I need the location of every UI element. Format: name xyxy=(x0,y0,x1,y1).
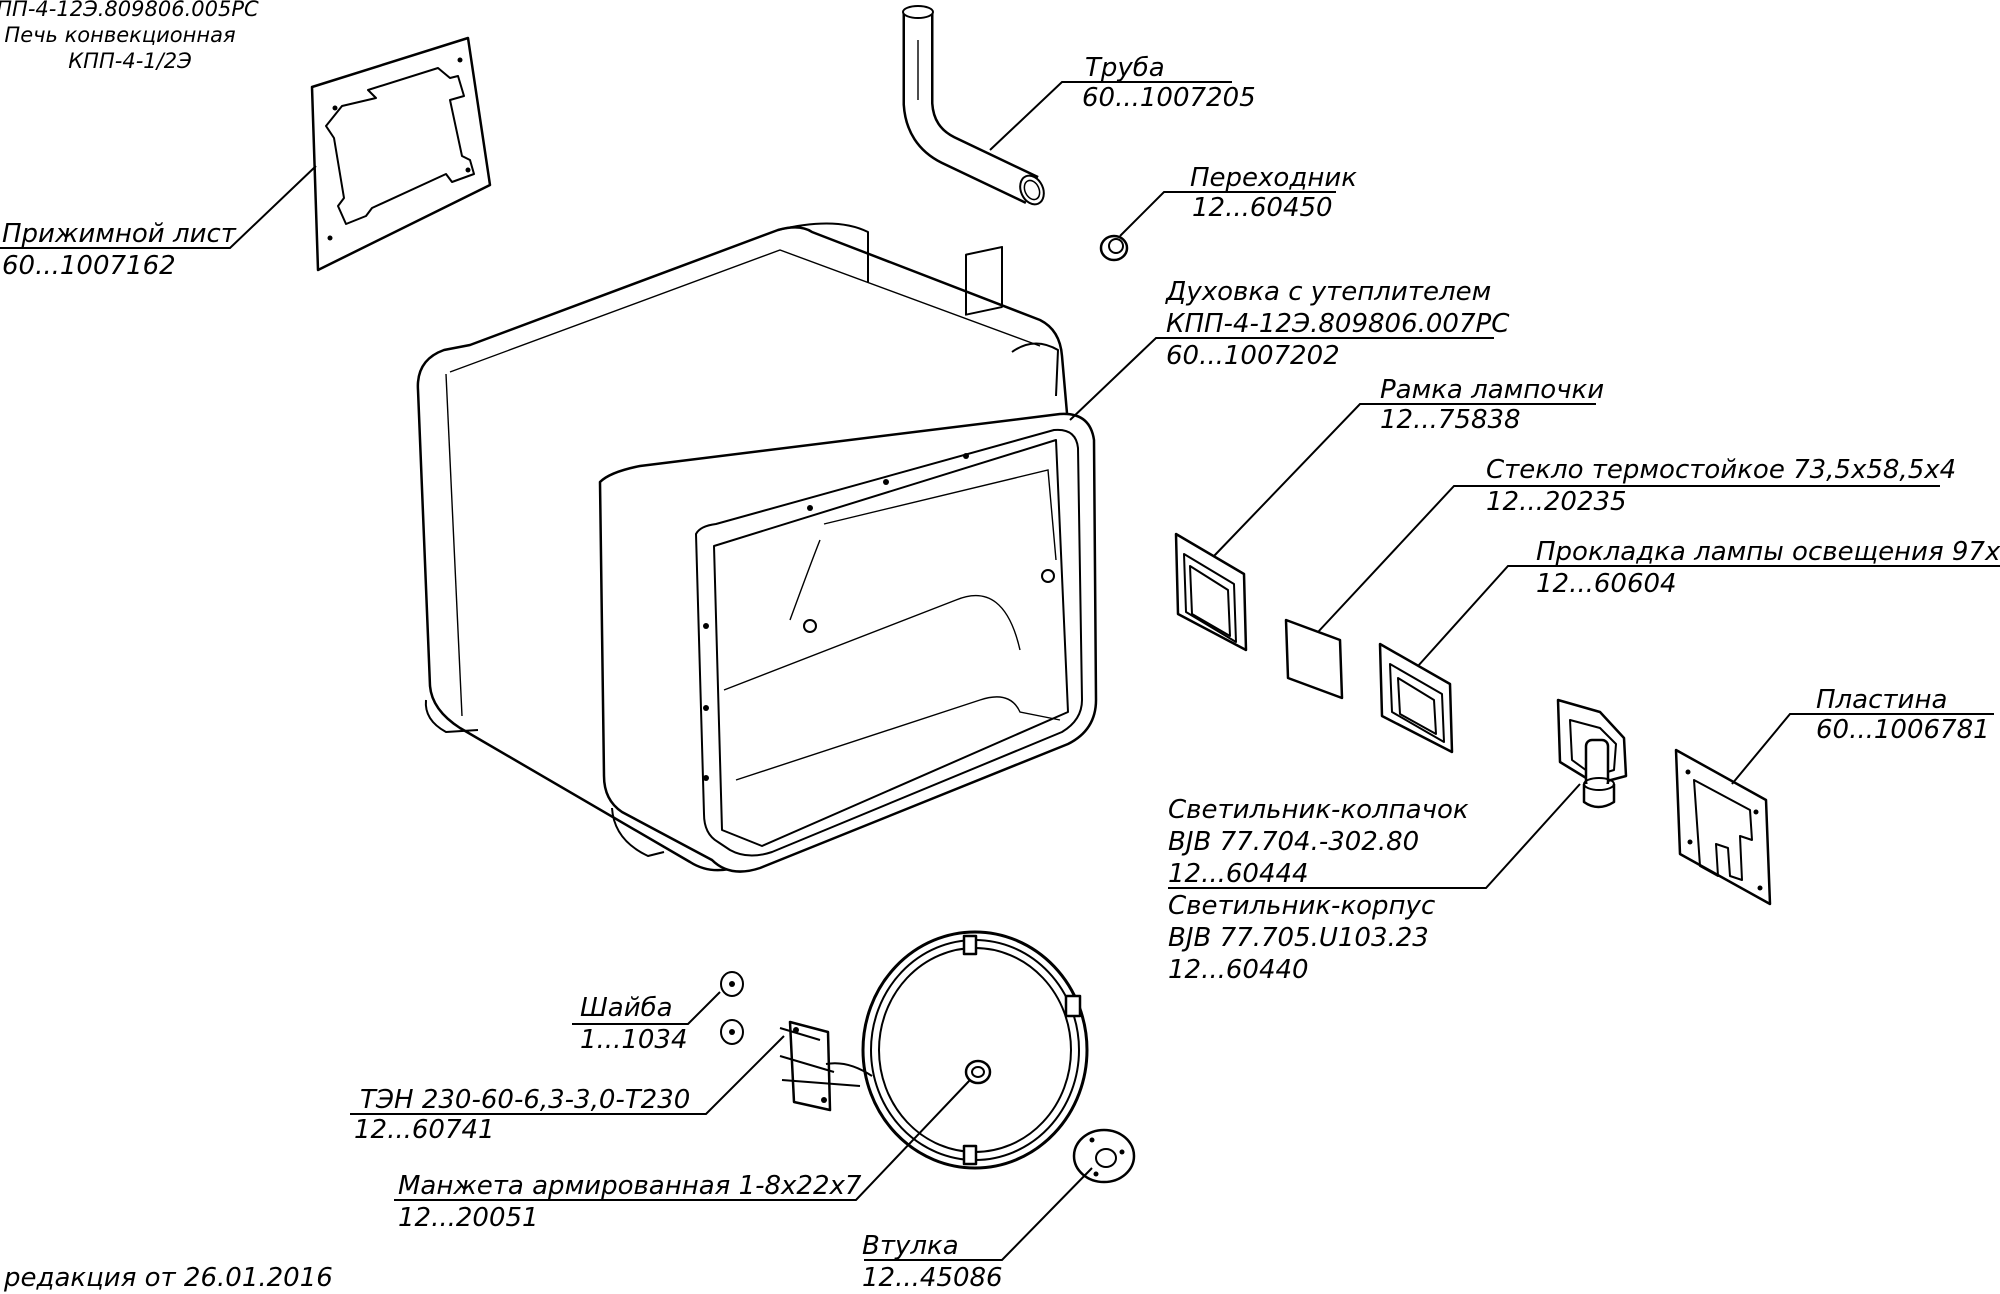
washers xyxy=(720,971,744,1045)
callout-ten: ТЭН 230-60-6,3-3,0-Т230 12...60741 xyxy=(350,1035,785,1145)
adapter xyxy=(1099,234,1129,262)
callout-truba-name: Труба xyxy=(1085,53,1165,83)
callout-ramka-name: Рамка лампочки xyxy=(1380,375,1604,405)
lamp-fixture xyxy=(1556,698,1628,809)
callout-prokladka-name: Прокладка лампы освещения 97х82 xyxy=(1536,537,2000,567)
heat-glass xyxy=(1284,618,1344,700)
callout-korpus-name: Светильник-корпус xyxy=(1168,891,1435,921)
callout-plastina-name: Пластина xyxy=(1816,685,1947,715)
callout-perekhodnik-code: 12...60450 xyxy=(1192,193,1333,223)
callout-prokladka: Прокладка лампы освещения 97х82 12...606… xyxy=(1417,537,2000,667)
callout-dukhovka-model: КПП-4-12Э.809806.007РС xyxy=(1166,309,1510,339)
callout-shayba: Шайба 1...1034 xyxy=(572,991,721,1055)
edition-date: редакция от 26.01.2016 xyxy=(3,1263,333,1293)
callout-ramka-code: 12...75838 xyxy=(1380,405,1521,435)
callout-dukhovka: Духовка с утеплителем КПП-4-12Э.809806.0… xyxy=(1069,277,1510,421)
callout-perekhodnik: Переходник 12...60450 xyxy=(1119,163,1357,237)
callout-korpus-code: 12...60440 xyxy=(1168,955,1309,985)
callout-prizhimnoy-code: 60...1007162 xyxy=(2,251,176,281)
plate xyxy=(1674,748,1772,906)
tube xyxy=(902,5,1045,206)
callout-ten-code: 12...60741 xyxy=(354,1115,495,1145)
callout-prizhimnoy: Прижимной лист 60...1007162 xyxy=(0,165,317,281)
callout-kolpachok-code: 12...60444 xyxy=(1168,859,1309,889)
callout-truba-code: 60...1007205 xyxy=(1082,83,1256,113)
callout-dukhovka-code: 60...1007202 xyxy=(1166,341,1340,371)
lamp-frame xyxy=(1174,532,1248,652)
callout-perekhodnik-name: Переходник xyxy=(1190,163,1357,193)
lamp-gasket xyxy=(1378,642,1454,754)
doc-title: Печь конвекционная xyxy=(4,23,235,47)
callout-ramka: Рамка лампочки 12...75838 xyxy=(1213,375,1604,557)
heating-element xyxy=(779,930,1089,1170)
callout-manzheta-name: Манжета армированная 1-8х22х7 xyxy=(398,1171,862,1201)
header-block: КПП-4-12Э.809806.005РС Печь конвекционна… xyxy=(0,0,259,73)
callout-shayba-code: 1...1034 xyxy=(580,1025,688,1055)
callout-korpus-model: BJB 77.705.U103.23 xyxy=(1168,923,1429,953)
callout-vtulka-name: Втулка xyxy=(862,1231,959,1261)
callout-shayba-name: Шайба xyxy=(580,993,673,1023)
callout-steklo-code: 12...20235 xyxy=(1486,487,1627,517)
callout-dukhovka-name: Духовка с утеплителем xyxy=(1165,277,1491,307)
callout-manzheta-code: 12...20051 xyxy=(398,1203,539,1233)
callout-vtulka-code: 12...45086 xyxy=(862,1263,1003,1293)
callout-steklo-name: Стекло термостойкое 73,5х58,5х4 xyxy=(1486,455,1956,485)
callout-steklo: Стекло термостойкое 73,5х58,5х4 12...202… xyxy=(1317,455,1956,633)
callout-plastina-code: 60...1006781 xyxy=(1816,715,1990,745)
callout-manzheta: Манжета армированная 1-8х22х7 12...20051 xyxy=(394,1079,971,1233)
callout-prokladka-code: 12...60604 xyxy=(1536,569,1677,599)
callout-kolpachok-model: BJB 77.704.-302.80 xyxy=(1168,827,1419,857)
callout-ten-name: ТЭН 230-60-6,3-3,0-Т230 xyxy=(360,1085,690,1115)
callout-lamp: Светильник-колпачок BJB 77.704.-302.80 1… xyxy=(1168,783,1581,985)
doc-model: КПП-4-1/2Э xyxy=(68,49,192,73)
doc-number: КПП-4-12Э.809806.005РС xyxy=(0,0,259,21)
flange-bushing xyxy=(1072,1128,1136,1184)
oven-box xyxy=(416,222,1098,873)
callout-truba: Труба 60...1007205 xyxy=(989,53,1256,151)
callout-prizhimnoy-name: Прижимной лист xyxy=(2,219,237,249)
callout-kolpachok-name: Светильник-колпачок xyxy=(1168,795,1469,825)
callout-plastina: Пластина 60...1006781 xyxy=(1731,685,1994,785)
pressure-plate xyxy=(310,36,492,272)
callout-vtulka: Втулка 12...45086 xyxy=(862,1167,1093,1293)
